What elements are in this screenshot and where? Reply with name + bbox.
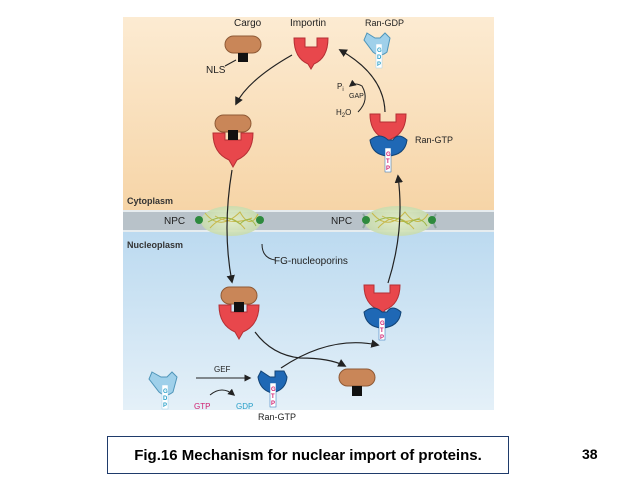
npc-pore-protein-icon [362,216,370,224]
npc-right [362,206,437,236]
gtp-letter-t: T [380,328,384,334]
npc-pore-protein-icon [428,216,436,224]
gtp-letter-t: T [271,394,275,400]
gtp-letter-g: G [271,387,276,393]
cargo-importin-complex-nucleoplasm [218,286,260,341]
arrow-export [387,174,404,284]
gtp-letter-g: G [380,321,385,327]
ran-gtp-bottom-label: Ran-GTP [258,412,296,422]
cytoplasm-region [123,17,494,213]
figure-caption: Fig.16 Mechanism for nuclear import of p… [134,446,482,464]
gtp-letter-t: T [386,159,390,165]
gdp-letter-p: P [163,403,167,409]
page-number: 38 [582,446,598,462]
arrow-into-nucleus [226,169,235,284]
nucleoplasm-label: Nucleoplasm [127,240,183,250]
ran-gdp-top-label: Ran-GDP [365,18,404,28]
gdp-letter-p: P [377,62,381,68]
ran-gtp-bottom [257,370,288,408]
gdp-bottom-label: GDP [236,402,253,411]
npc-pore-protein-icon [195,216,203,224]
importin-ran-gtp-complex-nucleoplasm [363,284,402,341]
fg-nucleoporins-pointer [261,243,276,261]
gdp-letter-d: D [163,396,168,402]
arrow-import-binding [235,54,293,106]
cytoplasm-label: Cytoplasm [127,196,173,206]
released-cargo [338,368,376,396]
caption-box: Fig.16 Mechanism for nuclear import of p… [107,436,509,474]
hydrolysis-arrow [348,79,366,113]
ran-gdp-bottom [148,371,178,410]
gap-label: GAP [349,93,364,100]
gtp-letter-g: G [386,152,391,158]
gtp-gdp-exchange-arrow [209,388,236,396]
h2o-label: H2O [336,108,351,119]
importin-ran-gtp-complex-cytoplasm [369,113,408,173]
gtp-letter-p: P [271,401,275,407]
ran-gtp-right-label: Ran-GTP [415,135,453,145]
importin-top [293,37,329,70]
gdp-letter-g: G [377,48,382,54]
gdp-letter-g: G [163,389,168,395]
ran-gdp-top [363,32,391,69]
gdp-letter-d: D [377,55,382,61]
arrow-cargo-release [254,331,347,367]
gtp-bottom-label: GTP [194,402,210,411]
arrow-recycle [338,49,386,113]
npc-left-label: NPC [164,216,185,227]
cargo-top [224,35,262,67]
gtp-letter-p: P [380,335,384,341]
nls-tag [238,53,248,62]
gef-label: GEF [214,365,231,374]
arrow-ran-gtp-binding [280,339,380,369]
nls-label: NLS [206,65,226,76]
npc-pore-protein-icon [256,216,264,224]
nucleoplasm-region [123,232,494,410]
cargo-importin-complex-cytoplasm [212,114,254,169]
npc-left [195,206,264,236]
npc-right-label: NPC [331,216,352,227]
pi-label: Pi [337,82,344,93]
cargo-label: Cargo [234,18,262,29]
gtp-letter-p: P [386,166,390,172]
importin-label: Importin [290,18,326,29]
fg-nucleoporins-label: FG-nucleoporins [274,256,348,267]
